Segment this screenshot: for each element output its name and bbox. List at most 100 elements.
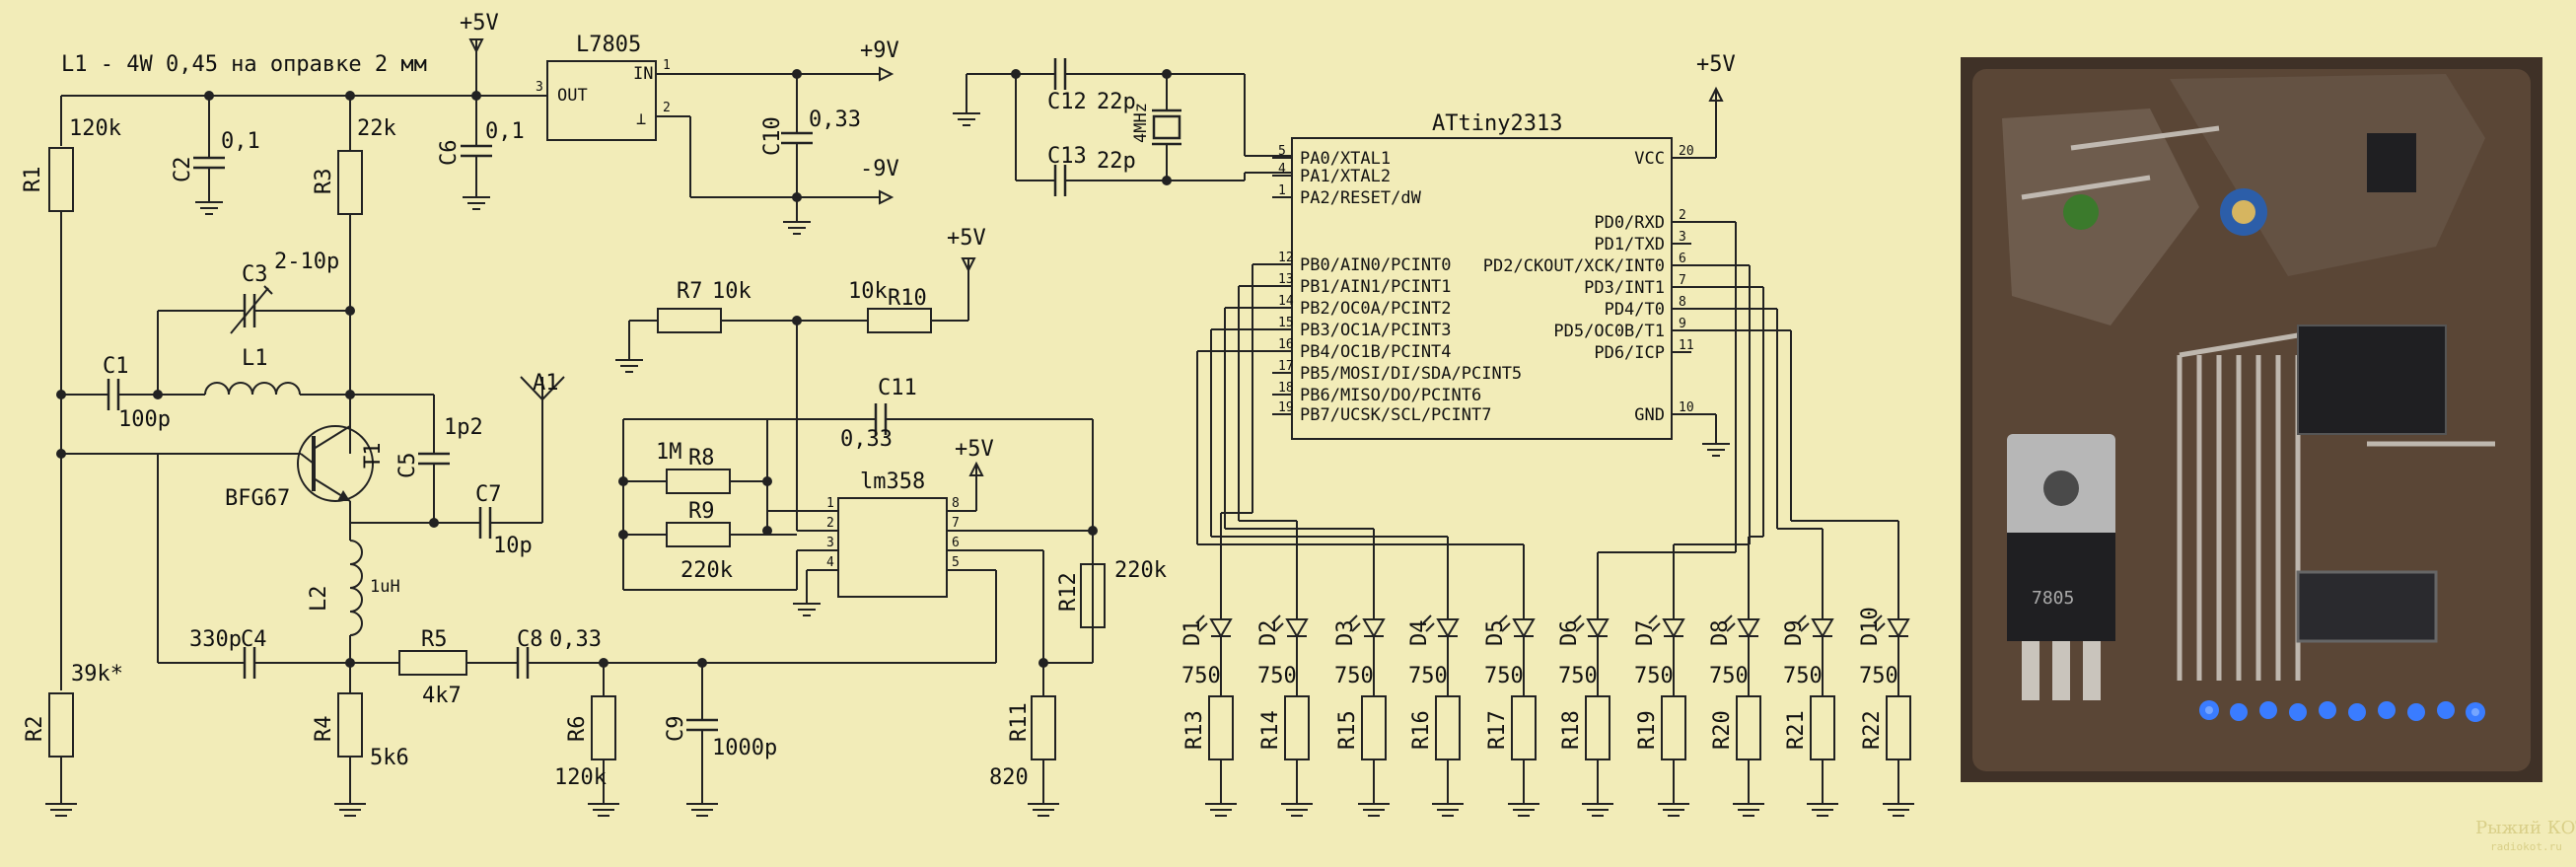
led-bank: D1750R13D2750R14D3750R15D4750R16D5750R17… [1181, 607, 1914, 817]
led-resistor-ref: R20 [1710, 710, 1735, 750]
r2-ref: R2 [23, 716, 47, 743]
led-d1: D1 [1181, 614, 1233, 696]
r3-value: 22k [357, 116, 396, 141]
led-resistor-value: 750 [1484, 664, 1524, 688]
led-ref: D5 [1483, 620, 1508, 647]
l2-ref: L2 [307, 586, 331, 613]
c12-ref: C12 [1047, 90, 1087, 114]
vreg-pin-gnd: 2 [663, 101, 671, 115]
c13-value: 22p [1097, 149, 1136, 174]
mcu-pin-number: 6 [1679, 252, 1686, 266]
supply-plus5v-top [468, 38, 484, 96]
r4-resistor [334, 692, 366, 817]
led-ref: D10 [1858, 607, 1883, 646]
led-resistor-value: 750 [1859, 664, 1898, 688]
c5-capacitor [350, 394, 450, 523]
c7-capacitor [350, 399, 543, 539]
t1-ref: T1 [361, 443, 386, 470]
mcu-pin-number: 13 [1278, 272, 1294, 287]
mcu-pin-number: 10 [1679, 400, 1694, 415]
c5-ref: C5 [395, 453, 420, 479]
crystal-circuit [953, 58, 1292, 196]
led-resistor-value: 750 [1334, 664, 1374, 688]
plus5v-r10 [961, 257, 976, 321]
c3-trimmer-capacitor [157, 285, 350, 395]
c7-value: 10p [493, 534, 533, 558]
c4-ref: C4 [241, 627, 267, 652]
r11-value: 820 [989, 765, 1029, 790]
mcu-pin-name: PA2/RESET/dW [1300, 188, 1422, 208]
watermark-brand: Рыжий КОТ [2475, 818, 2576, 838]
plus9v-terminal [858, 66, 894, 82]
led-resistor-value: 750 [1257, 664, 1297, 688]
mcu-pin-number: 5 [1278, 144, 1286, 159]
led-d6: D6 [1557, 614, 1610, 696]
mcu-pin-name: PD6/ICP [1594, 343, 1665, 363]
c13-ref: C13 [1047, 144, 1087, 169]
c8-capacitor [516, 569, 997, 679]
r4-value: 5k6 [370, 746, 409, 770]
mcu-pin-number: 19 [1278, 400, 1294, 415]
mcu-pin-name: PB7/UCSK/SCL/PCINT7 [1300, 405, 1491, 425]
mcu-pin-name: GND [1634, 405, 1665, 425]
mcu-pin-name: PB5/MOSI/DI/SDA/PCINT5 [1300, 364, 1522, 384]
r8-resistor [618, 419, 772, 531]
mcu-pin-name: PB3/OC1A/PCINT3 [1300, 321, 1452, 340]
led-resistor-value: 750 [1558, 664, 1598, 688]
minus9v-label: -9V [860, 157, 899, 181]
led-resistor-ref: R18 [1559, 710, 1584, 750]
c1-value: 100p [118, 407, 171, 432]
led-ref: D1 [1181, 620, 1205, 647]
led-ref: D8 [1708, 620, 1733, 647]
minus9v-terminal [858, 189, 894, 205]
c5-value: 1p2 [444, 415, 483, 440]
led-ref: D2 [1256, 620, 1281, 647]
c6-capacitor [461, 91, 492, 210]
led-ref: D6 [1557, 620, 1582, 647]
c10-capacitor [781, 69, 813, 235]
led-resistor-value: 750 [1181, 664, 1221, 688]
mcu-pin-name: PD1/TXD [1594, 235, 1665, 254]
mcu-name: ATtiny2313 [1432, 111, 1562, 136]
r7-ref: R7 [677, 279, 703, 304]
led-resistor-value: 750 [1783, 664, 1823, 688]
c12-value: 22p [1097, 90, 1136, 114]
c9-ref: C9 [664, 716, 688, 743]
mcu-pin-name: PD5/OC0B/T1 [1553, 322, 1665, 341]
c6-ref: C6 [437, 140, 462, 167]
mcu-pin-number: 11 [1679, 338, 1694, 353]
led-d10: D10 [1858, 607, 1910, 696]
r9-value: 220k [680, 558, 733, 583]
r11-ref: R11 [1007, 702, 1032, 742]
r7-r10-divider [615, 308, 968, 531]
led-ref: D9 [1782, 620, 1807, 647]
led-resistor-value: 750 [1634, 664, 1674, 688]
vcc-label-mcu: +5V [1696, 52, 1736, 77]
c1-ref: C1 [103, 354, 129, 379]
mcu-pin-name: PD3/INT1 [1584, 278, 1665, 298]
c7-ref: C7 [475, 482, 502, 507]
mcu-attiny2313 [1291, 137, 1673, 440]
led-resistor-ref: R17 [1485, 710, 1510, 750]
mcu-pin-name: PD2/CKOUT/XCK/INT0 [1483, 256, 1665, 276]
vreg-pin-out: 3 [536, 80, 543, 95]
c10-value: 0,33 [809, 108, 861, 132]
led-ref: D4 [1407, 620, 1432, 647]
r6-resistor [588, 663, 619, 817]
l2-inductor [345, 523, 363, 693]
led-ref: D3 [1333, 620, 1358, 647]
vcc-label-r10: +5V [947, 226, 986, 251]
r2-value: 39k* [71, 662, 123, 686]
r9-resistor [618, 522, 838, 591]
mcu-pin-number: 20 [1679, 144, 1694, 159]
mcu-pin-name: PD4/T0 [1605, 300, 1665, 320]
mcu-pin-number: 15 [1278, 316, 1294, 330]
vreg-in-label: IN [633, 64, 653, 84]
mcu-pin-number: 3 [1679, 230, 1686, 245]
